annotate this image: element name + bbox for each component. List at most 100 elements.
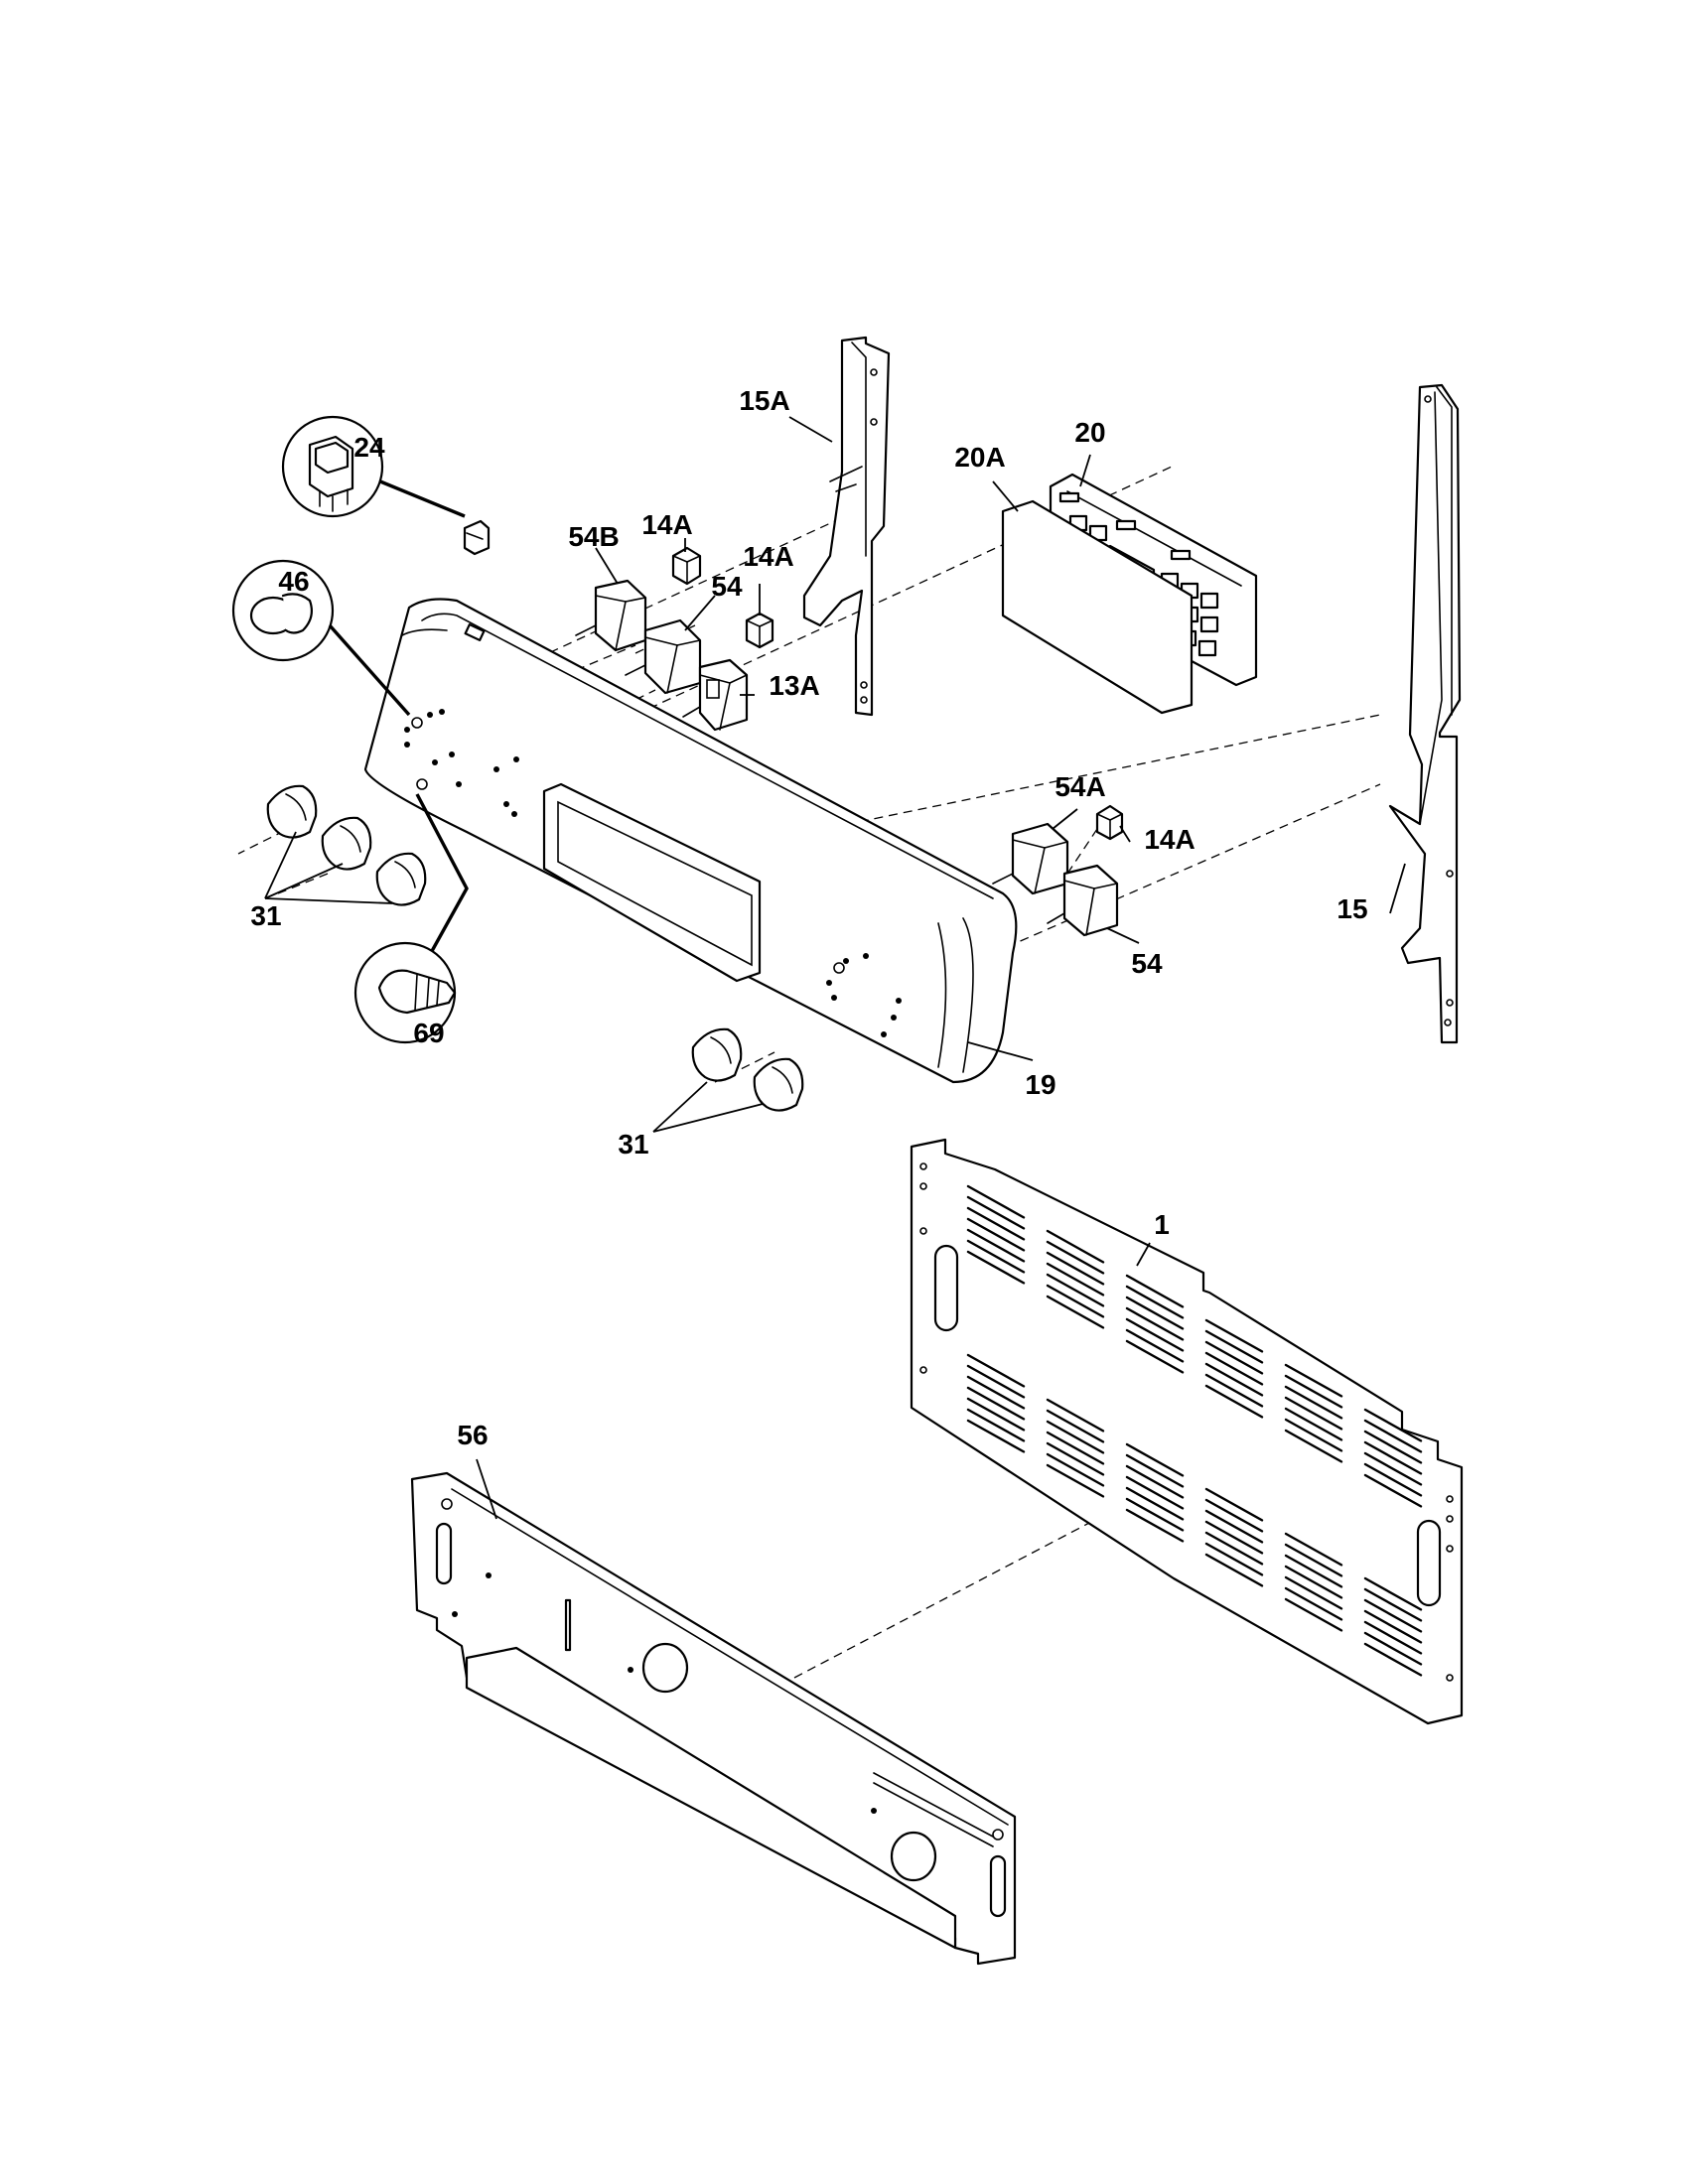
- callout-labels: 24 46 69 31 31 54B 14A 14A 54 13A 15A 15…: [250, 385, 1367, 1450]
- vent-slot: [1204, 1531, 1264, 1566]
- vent-slot: [1363, 1462, 1423, 1497]
- vent-slot: [1284, 1385, 1343, 1420]
- relay-14A-1: [671, 546, 702, 586]
- knob-31-c: [375, 852, 427, 906]
- vent-slot: [1363, 1576, 1423, 1611]
- callout-leaders: [264, 416, 1406, 1520]
- vent-slot: [1363, 1451, 1423, 1486]
- callout-54B: 54B: [568, 521, 619, 552]
- vent-slot: [1046, 1262, 1105, 1297]
- knob-31-a: [266, 784, 318, 839]
- switch-24-small: [463, 519, 491, 556]
- vent-slot: [1046, 1398, 1105, 1433]
- vent-slot: [1204, 1318, 1264, 1353]
- vent-slot: [966, 1364, 1026, 1399]
- panel-screws: [404, 709, 902, 1037]
- vent-slot: [966, 1408, 1026, 1442]
- vent-slot: [1363, 1419, 1423, 1453]
- relay-14A-2: [745, 612, 774, 649]
- callout-69: 69: [413, 1018, 444, 1048]
- vent-slot: [1284, 1407, 1343, 1441]
- vent-slot: [1363, 1620, 1423, 1655]
- valve-54-lower: [1047, 864, 1119, 937]
- callout-46: 46: [278, 566, 309, 597]
- side-bracket-15A: [802, 336, 891, 717]
- vent-slot: [966, 1239, 1026, 1274]
- valve-54A: [992, 822, 1069, 895]
- manifold-panel-56: [410, 1471, 1017, 1966]
- vent-slot: [1125, 1274, 1185, 1308]
- vent-slot: [1204, 1542, 1264, 1576]
- vent-slot: [1125, 1497, 1185, 1532]
- leader-24: [379, 479, 466, 518]
- vent-slot: [1046, 1431, 1105, 1465]
- detail-circle-46: [231, 559, 335, 662]
- vent-slot: [966, 1353, 1026, 1388]
- vent-slot: [1046, 1452, 1105, 1487]
- vent-slot: [1363, 1408, 1423, 1442]
- vent-slot: [1204, 1373, 1264, 1408]
- vent-slot: [1204, 1362, 1264, 1397]
- vent-slot: [1204, 1340, 1264, 1375]
- leader-69: [415, 793, 469, 952]
- vent-slot: [1363, 1642, 1423, 1677]
- vent-slot: [1125, 1464, 1185, 1499]
- vent-slot: [1204, 1487, 1264, 1522]
- callout-1: 1: [1154, 1209, 1170, 1240]
- vent-slot: [1046, 1420, 1105, 1454]
- relay-14A-3: [1095, 804, 1124, 841]
- vent-slot: [1284, 1597, 1343, 1632]
- vent-slot: [1125, 1475, 1185, 1510]
- callout-19: 19: [1025, 1069, 1055, 1100]
- callout-24: 24: [353, 432, 385, 463]
- vent-slot: [1125, 1508, 1185, 1543]
- vent-slot: [966, 1195, 1026, 1230]
- vent-slot: [1204, 1520, 1264, 1555]
- vent-slot: [1125, 1296, 1185, 1330]
- callout-20A: 20A: [954, 442, 1005, 473]
- callout-54-upper: 54: [711, 571, 743, 602]
- vent-slot: [1125, 1328, 1185, 1363]
- vent-slot: [1046, 1229, 1105, 1264]
- callout-13A: 13A: [769, 670, 819, 701]
- callout-15: 15: [1336, 893, 1367, 924]
- vent-slot: [1046, 1463, 1105, 1498]
- callout-15A: 15A: [739, 385, 789, 416]
- vent-slot: [1204, 1553, 1264, 1587]
- vent-slot: [1204, 1498, 1264, 1533]
- vent-slot: [1125, 1285, 1185, 1319]
- vent-slot: [1284, 1429, 1343, 1463]
- callout-54-lower: 54: [1131, 948, 1163, 979]
- vent-slot: [1363, 1631, 1423, 1666]
- vent-slot: [1125, 1486, 1185, 1521]
- side-bracket-15: [1388, 383, 1462, 1044]
- vent-slot: [966, 1397, 1026, 1432]
- knob-31-b: [321, 816, 372, 871]
- vent-slot: [966, 1386, 1026, 1421]
- vent-slot: [1363, 1430, 1423, 1464]
- vent-slot: [1284, 1418, 1343, 1452]
- callout-31-right: 31: [618, 1129, 648, 1160]
- vent-slot: [1125, 1453, 1185, 1488]
- vent-slot: [1204, 1329, 1264, 1364]
- vent-slot: [1204, 1509, 1264, 1544]
- vent-slot: [1284, 1374, 1343, 1409]
- vent-slot: [1284, 1575, 1343, 1610]
- vent-slot: [966, 1250, 1026, 1285]
- vent-slot: [1125, 1339, 1185, 1374]
- callout-56: 56: [457, 1420, 488, 1450]
- vent-slot: [1284, 1586, 1343, 1621]
- vent-slot: [1046, 1273, 1105, 1307]
- vent-slot: [1284, 1554, 1343, 1588]
- detail-circle-69: [353, 941, 457, 1044]
- callout-31-left: 31: [250, 900, 281, 931]
- vent-slot: [966, 1375, 1026, 1410]
- control-panel-19: [363, 598, 1018, 1084]
- vent-slot: [1284, 1565, 1343, 1599]
- knob-31-e: [753, 1057, 804, 1112]
- vent-slot: [1125, 1306, 1185, 1341]
- vent-slot: [1363, 1598, 1423, 1633]
- vent-slot: [1046, 1409, 1105, 1443]
- vent-slot: [1046, 1240, 1105, 1275]
